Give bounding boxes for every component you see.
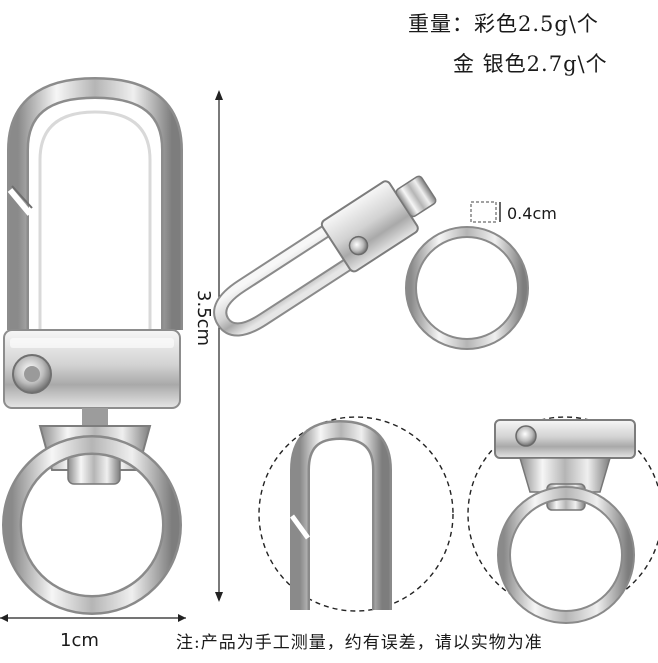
- dimension-lines: [0, 90, 223, 622]
- detail-hook: [258, 416, 454, 612]
- large-clasp: [2, 76, 183, 615]
- weight-gold-silver: 金 银色2.7g\个: [453, 52, 608, 76]
- height-dimension-label: 3.5cm: [193, 290, 214, 347]
- width-dimension-label: 1cm: [60, 630, 99, 651]
- measurement-note: 注:产品为手工测量，约有误差，请以实物为准: [176, 633, 543, 653]
- head-dimension: [470, 201, 501, 223]
- weight-colored: 重量：彩色2.5g\个: [408, 12, 599, 36]
- small-clasp-ring: [405, 226, 529, 350]
- small-clasp: [213, 175, 437, 337]
- head-dimension-label: 0.4cm: [507, 204, 557, 223]
- detail-swivel: [467, 416, 658, 624]
